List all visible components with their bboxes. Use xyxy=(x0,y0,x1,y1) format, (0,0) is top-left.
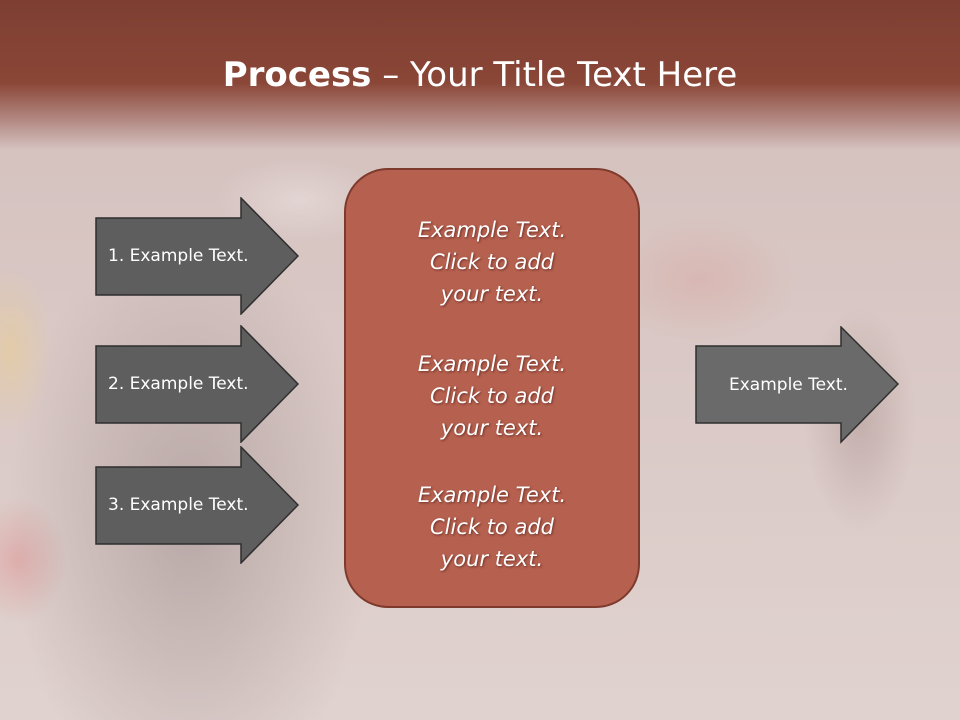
panel-line: Click to add xyxy=(429,250,554,274)
step-label-3: 3. Example Text. xyxy=(108,495,249,515)
panel-line: Example Text. xyxy=(417,483,567,507)
title-bold: Process xyxy=(222,55,372,95)
arrow-right-icon xyxy=(95,197,299,315)
step-label-1: 1. Example Text. xyxy=(108,246,249,266)
panel-text-block-1[interactable]: Example Text. Click to add your text. xyxy=(346,214,638,310)
step-arrow-2[interactable]: 2. Example Text. xyxy=(95,325,299,443)
result-arrow[interactable]: Example Text. xyxy=(695,326,899,444)
panel-line: Click to add xyxy=(429,515,554,539)
panel-line: Example Text. xyxy=(417,218,567,242)
title-band xyxy=(0,0,960,150)
panel-line: your text. xyxy=(440,282,544,306)
panel-text-block-3[interactable]: Example Text. Click to add your text. xyxy=(346,479,638,575)
panel-line: Example Text. xyxy=(417,352,567,376)
arrow-right-icon xyxy=(695,326,899,444)
arrow-right-icon xyxy=(95,325,299,443)
step-label-2: 2. Example Text. xyxy=(108,374,249,394)
panel-text-block-2[interactable]: Example Text. Click to add your text. xyxy=(346,348,638,444)
arrow-right-icon xyxy=(95,446,299,564)
panel-line: your text. xyxy=(440,416,544,440)
panel-line: Click to add xyxy=(429,384,554,408)
center-text-panel[interactable]: Example Text. Click to add your text. Ex… xyxy=(344,168,640,608)
title-rest: – Your Title Text Here xyxy=(371,55,738,95)
step-arrow-3[interactable]: 3. Example Text. xyxy=(95,446,299,564)
panel-line: your text. xyxy=(440,547,544,571)
slide-title[interactable]: Process – Your Title Text Here xyxy=(0,52,960,98)
result-label: Example Text. xyxy=(729,375,848,395)
step-arrow-1[interactable]: 1. Example Text. xyxy=(95,197,299,315)
